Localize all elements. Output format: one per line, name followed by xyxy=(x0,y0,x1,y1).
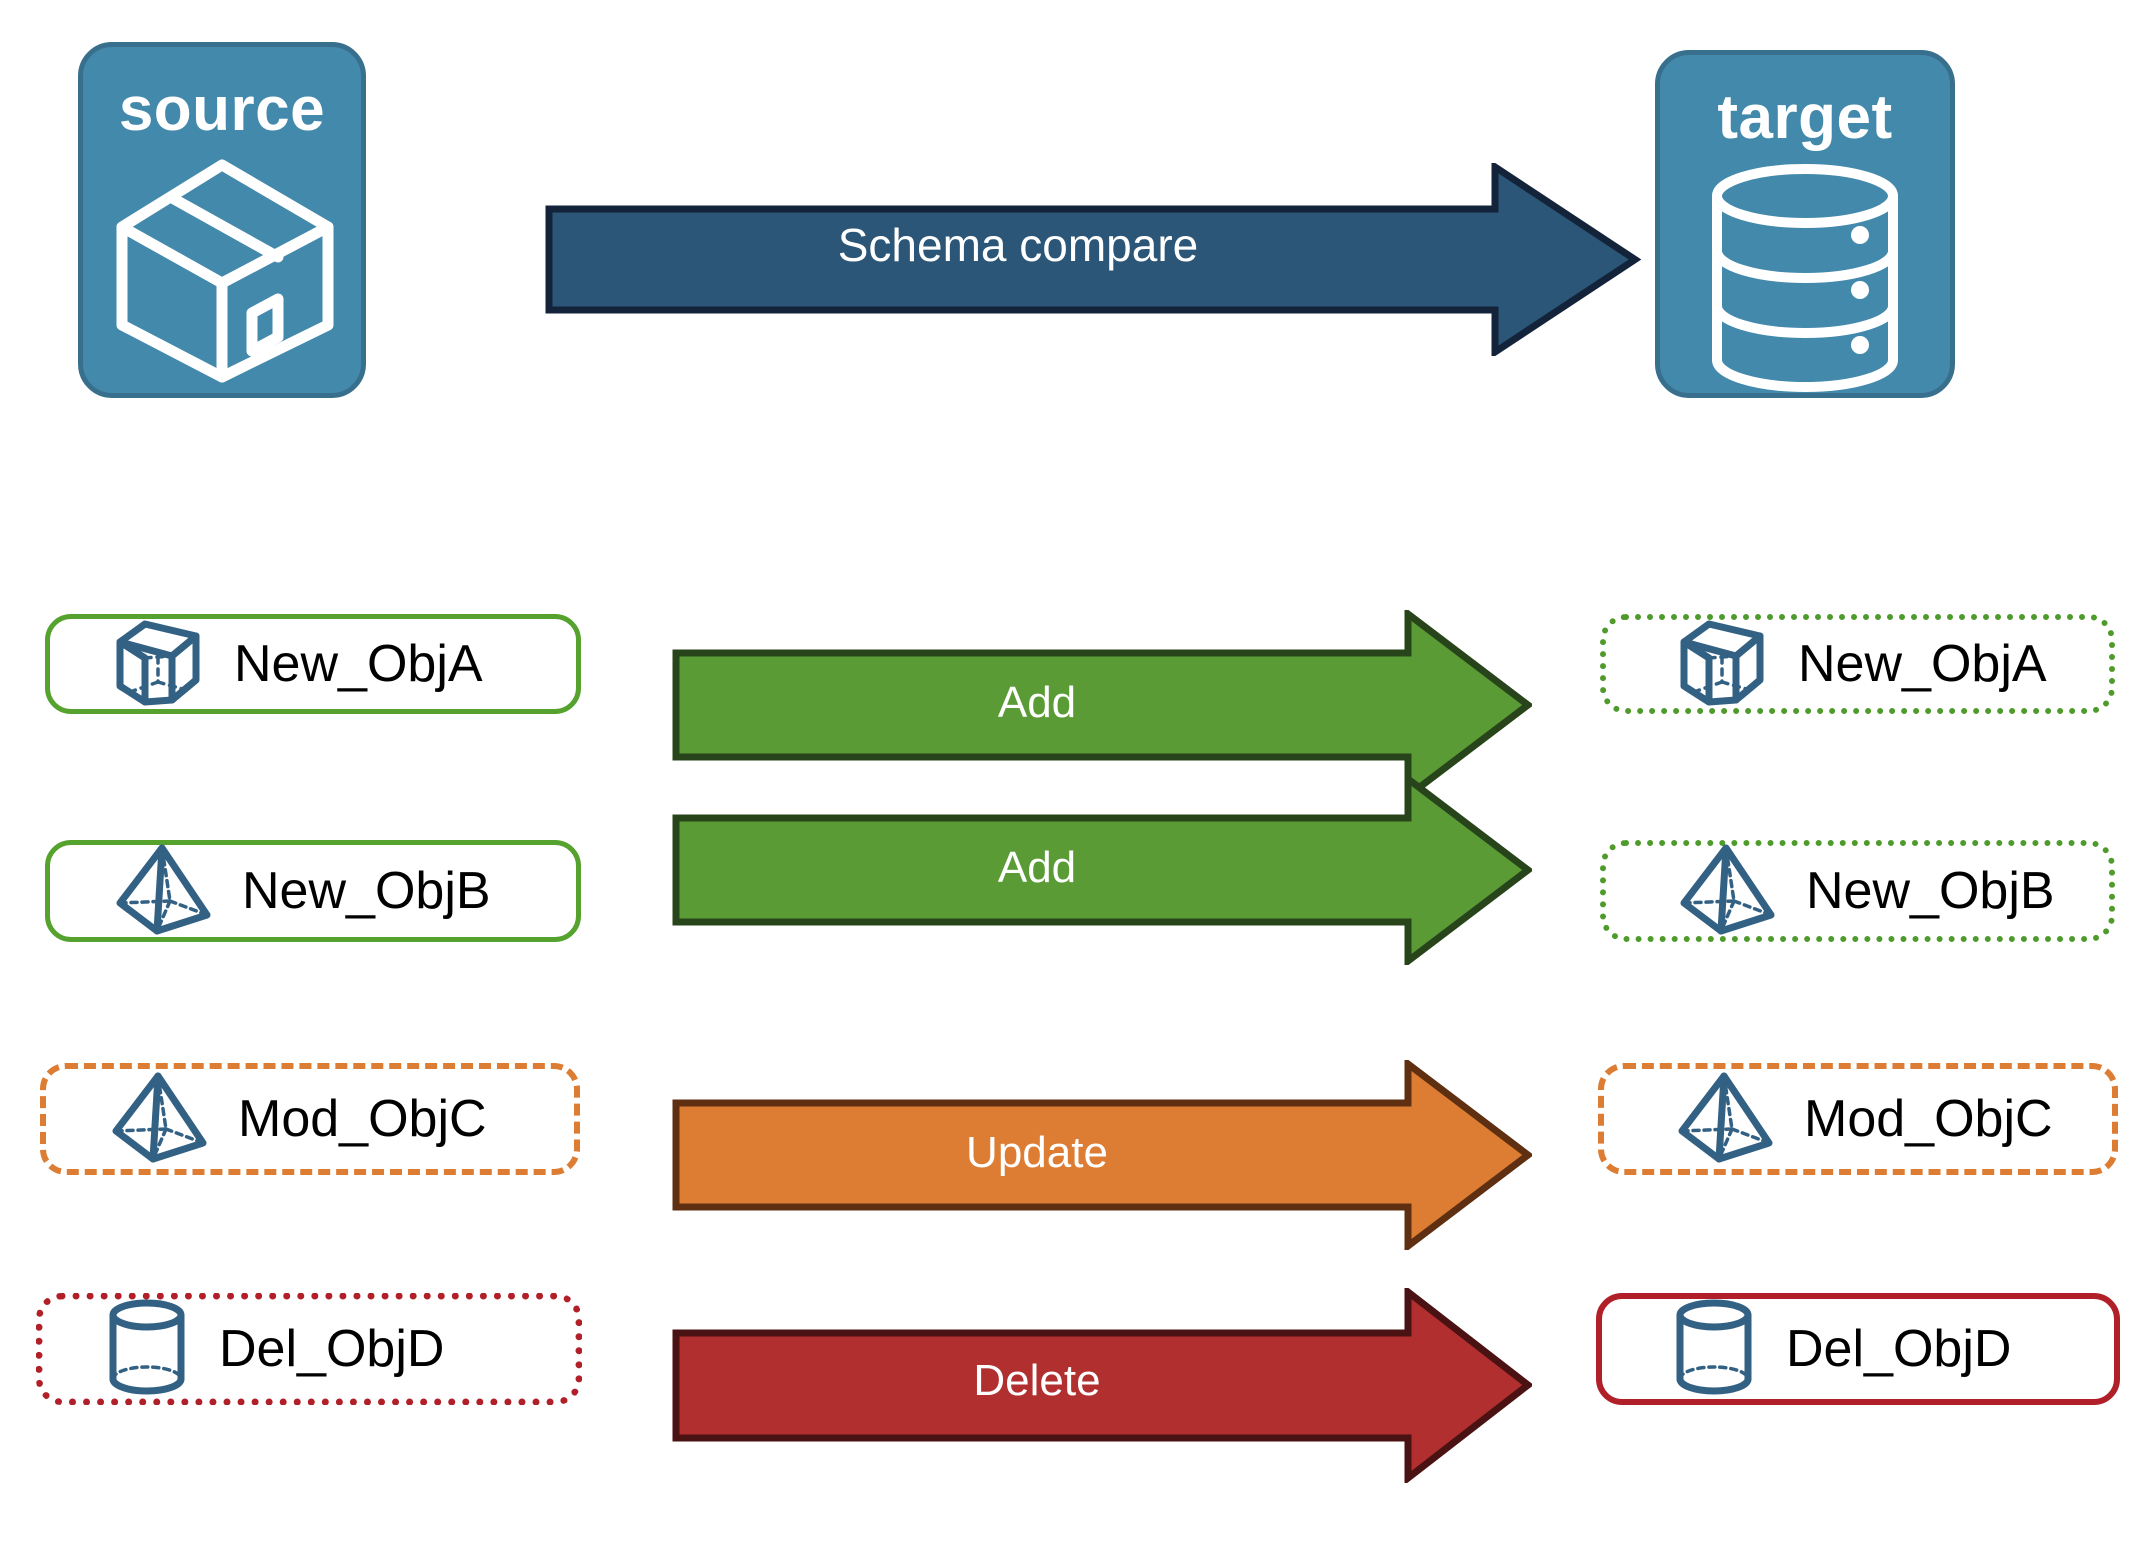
source-object-box-new-objb[interactable]: New_ObjB xyxy=(45,840,581,942)
source-object-box-del-objd[interactable]: Del_ObjD xyxy=(36,1293,582,1405)
wireframe-pyramid-icon xyxy=(1674,1069,1774,1170)
wireframe-pyramid-icon xyxy=(108,1069,208,1170)
object-label: Mod_ObjC xyxy=(238,1090,487,1148)
target-object-box-new-objb[interactable]: New_ObjB xyxy=(1600,840,2115,942)
target-object-box-mod-objc[interactable]: Mod_ObjC xyxy=(1598,1063,2118,1175)
wireframe-cylinder-icon xyxy=(1672,1297,1756,1402)
update-arrow-mod-objc[interactable]: Update xyxy=(672,1056,1534,1255)
right-arrow-icon xyxy=(545,160,1642,359)
add-arrow-new-objb[interactable]: Add xyxy=(672,771,1534,970)
wireframe-cylinder-icon xyxy=(105,1297,189,1402)
wireframe-cube-icon xyxy=(1676,616,1768,713)
target-object-box-del-objd[interactable]: Del_ObjD xyxy=(1596,1293,2120,1405)
object-label: New_ObjB xyxy=(1806,862,2055,920)
database-cylinder-icon xyxy=(1710,163,1900,398)
right-arrow-icon xyxy=(672,606,1534,804)
wireframe-pyramid-icon xyxy=(112,841,212,942)
source-object-box-new-obja[interactable]: New_ObjA xyxy=(45,614,581,714)
object-label: New_ObjB xyxy=(242,862,491,920)
right-arrow-icon xyxy=(672,1284,1534,1486)
source-title: source xyxy=(118,75,326,144)
source-object-box-mod-objc[interactable]: Mod_ObjC xyxy=(40,1063,580,1175)
wireframe-cube-icon xyxy=(112,616,204,713)
target-title: target xyxy=(1717,83,1893,152)
wireframe-pyramid-icon xyxy=(1676,841,1776,942)
object-label: New_ObjA xyxy=(1798,635,2047,693)
schema-compare-arrow[interactable]: Schema compare xyxy=(545,160,1642,359)
object-label: New_ObjA xyxy=(234,635,483,693)
target-object-box-new-obja[interactable]: New_ObjA xyxy=(1600,614,2115,714)
right-arrow-icon xyxy=(672,1056,1534,1254)
target-endpoint-card[interactable]: target xyxy=(1655,50,1955,398)
package-box-icon xyxy=(102,155,342,390)
object-label: Del_ObjD xyxy=(1786,1320,2012,1378)
object-label: Del_ObjD xyxy=(219,1320,445,1378)
delete-arrow-del-objd[interactable]: Delete xyxy=(672,1284,1534,1488)
source-endpoint-card[interactable]: source xyxy=(78,42,366,398)
right-arrow-icon xyxy=(672,771,1534,969)
object-label: Mod_ObjC xyxy=(1804,1090,2053,1148)
